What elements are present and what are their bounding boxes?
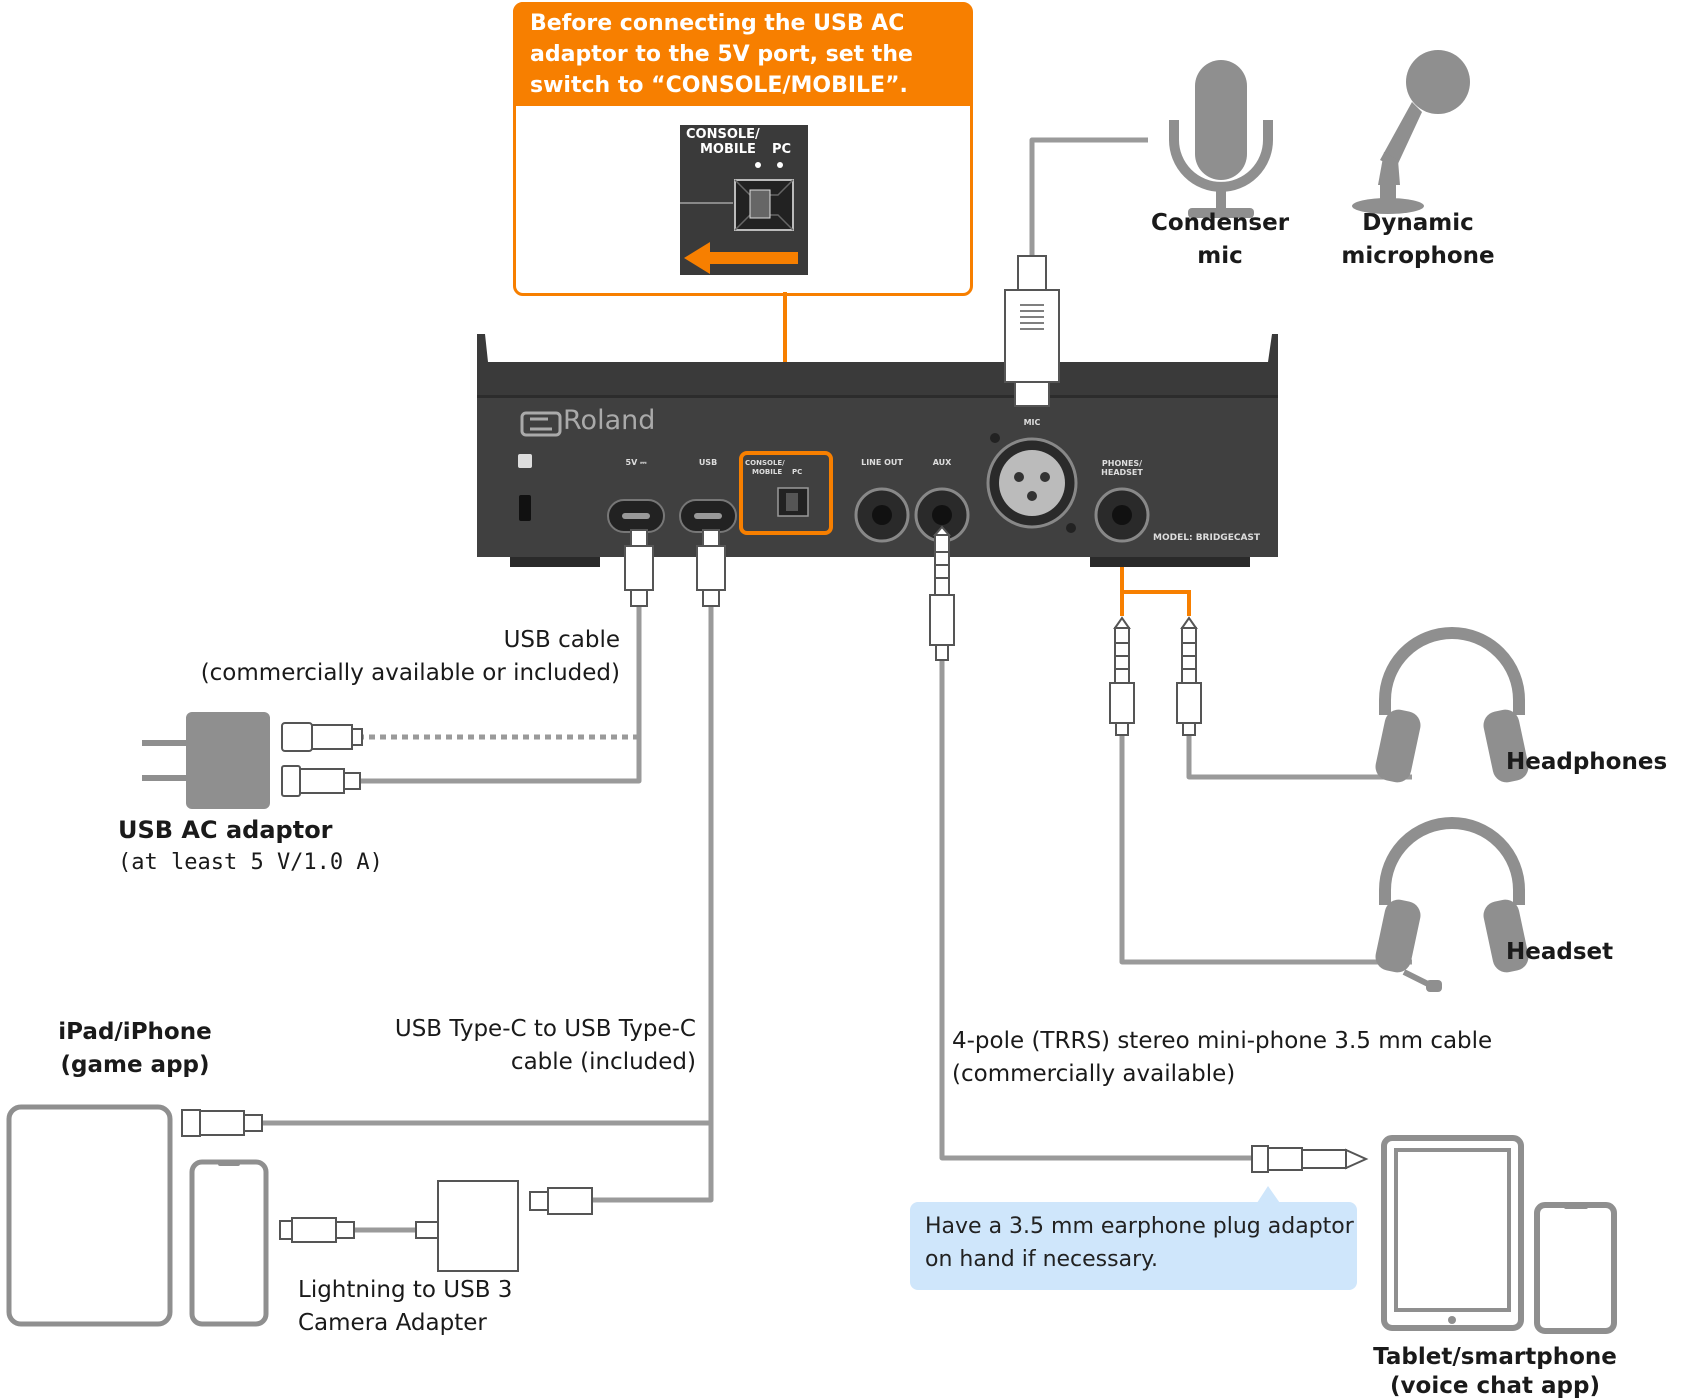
condenser-label-1: Condenser <box>1150 210 1290 236</box>
usb-cable-label-1: USB cable <box>503 627 620 653</box>
callout-switch-label-2: MOBILE <box>700 142 756 157</box>
callout-text: Before connecting the USB AC adaptor to … <box>530 11 913 98</box>
lightning-label-2: Camera Adapter <box>298 1310 487 1336</box>
device-brand: Roland <box>563 405 656 436</box>
ac-adaptor-title: USB AC adaptor <box>118 816 333 844</box>
phones-plugs <box>1109 616 1202 736</box>
iphone-icon <box>189 1159 269 1327</box>
usb-plugs-device <box>624 529 726 607</box>
condenser-mic-icon <box>1169 60 1273 218</box>
callout-switch-illustration <box>680 125 808 275</box>
ipad-label-1: iPad/iPhone <box>58 1019 212 1045</box>
tip-line-2: on hand if necessary. <box>925 1247 1159 1272</box>
roland-logo-mark <box>520 411 562 437</box>
trrs-cable-label-1: 4-pole (TRRS) stereo mini-phone 3.5 mm c… <box>952 1028 1493 1054</box>
port-label-phones-2: HEADSET <box>1101 468 1143 477</box>
tablet-smartphone-icons <box>1251 1135 1617 1334</box>
cables <box>262 137 1412 1233</box>
tablet-label-2: (voice chat app) <box>1390 1373 1600 1399</box>
dynamic-label-1: Dynamic <box>1362 210 1474 236</box>
ipad-iphone-icons <box>6 1104 593 1327</box>
usb-cable-label-2: (commercially available or included) <box>200 660 620 686</box>
dynamic-label-2: microphone <box>1341 243 1495 269</box>
trrs-cable-label-2: (commercially available) <box>952 1061 1236 1087</box>
ac-adaptor-icon <box>142 712 363 809</box>
port-label-switch-pc: PC <box>792 468 803 476</box>
callout-header <box>513 2 971 106</box>
usbc-cable-label-1: USB Type-C to USB Type-C <box>394 1016 696 1042</box>
switch-highlight <box>739 451 833 535</box>
headphones-cable <box>1186 732 1412 780</box>
ac-adaptor-spec: (at least 5 V/1.0 A) <box>118 850 383 875</box>
ipad-label-2: (game app) <box>60 1052 210 1078</box>
aux-cable <box>939 660 1252 1161</box>
kensington-icon <box>518 454 532 468</box>
headphones-label: Headphones <box>1506 749 1668 775</box>
headset-cable <box>1119 732 1412 965</box>
xlr-cable <box>1029 137 1148 256</box>
headset-label: Headset <box>1506 939 1614 965</box>
tablet-label-1: Tablet/smartphone <box>1373 1344 1617 1370</box>
port-label-switch-2: MOBILE <box>752 468 783 476</box>
lightning-label-1: Lightning to USB 3 <box>298 1277 513 1303</box>
port-label-mic: MIC <box>1023 418 1041 427</box>
port-label-line-out: LINE OUT <box>861 458 903 467</box>
condenser-label-2: mic <box>1197 243 1243 269</box>
callout-switch-label-1: CONSOLE/ <box>686 127 760 142</box>
kensington-slot <box>519 495 531 521</box>
headset-icon <box>1375 817 1529 992</box>
port-label-usb: USB <box>698 458 718 467</box>
tip-line-1: Have a 3.5 mm earphone plug adaptor <box>925 1214 1354 1239</box>
port-label-switch-1: CONSOLE/ <box>745 459 785 467</box>
usbc-cable-branch <box>592 1123 714 1203</box>
xlr-plug <box>1004 255 1060 407</box>
usbc-cable-label-2: cable (included) <box>510 1049 696 1075</box>
dynamic-mic-icon <box>1352 50 1470 214</box>
device-model: MODEL: BRIDGECAST <box>1153 533 1261 543</box>
smartphone-icon <box>1534 1202 1617 1334</box>
port-label-aux: AUX <box>932 458 952 467</box>
ipad-icon <box>6 1104 173 1327</box>
headphones-icon <box>1375 627 1529 783</box>
tip-bubble-tail <box>1255 1186 1282 1206</box>
aux-plug <box>929 525 955 661</box>
device-bridgecast <box>477 334 1278 567</box>
tip-bubble <box>910 1202 1357 1290</box>
tip-text: Have a 3.5 mm earphone plug adaptor on h… <box>925 1210 1355 1276</box>
usb-power-cable <box>360 606 642 784</box>
port-label-phones-1: PHONES/ <box>1101 459 1143 468</box>
port-label-5v: 5V ⎓ <box>625 458 647 467</box>
callout-switch-label-pc: PC <box>772 142 792 157</box>
